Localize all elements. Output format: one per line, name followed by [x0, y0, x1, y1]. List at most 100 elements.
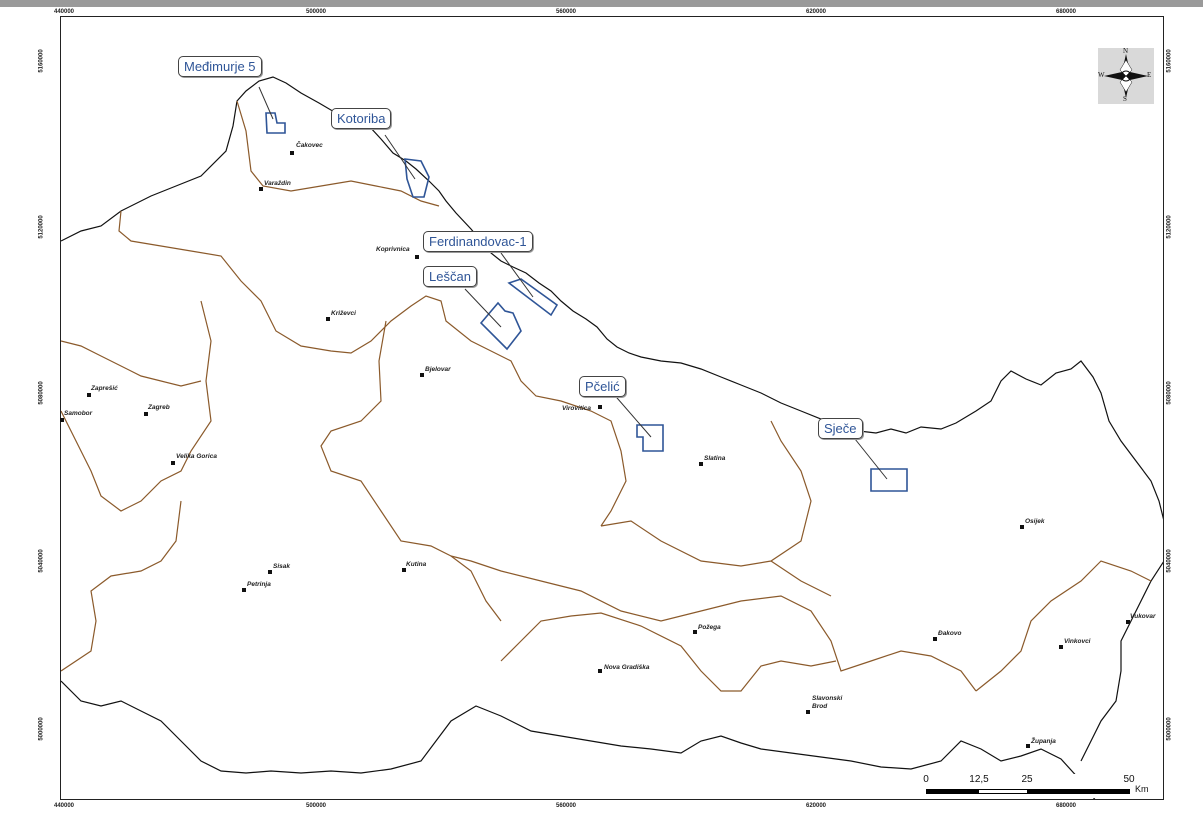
city-label: Varaždin [264, 180, 291, 187]
y-tick-left: 5000000 [38, 717, 45, 741]
county-borders [61, 100, 1152, 692]
city-label: Županja [1031, 738, 1056, 745]
city-label: Čakovec [296, 142, 323, 149]
city-label: Virovitica [562, 405, 592, 412]
city-label: Vinkovci [1064, 638, 1091, 645]
y-tick-right: 5120000 [1166, 215, 1173, 239]
city-label: Koprivnica [376, 246, 410, 253]
field-polygons [265, 112, 908, 492]
city-marker [699, 462, 703, 466]
city-marker [1059, 645, 1063, 649]
field-medimurje5 [265, 112, 286, 134]
y-tick-left: 5120000 [38, 215, 45, 239]
city-marker [1126, 620, 1130, 624]
field-lescan [479, 301, 522, 351]
field-pcelic [636, 424, 664, 452]
field-sjece [870, 468, 908, 492]
city-marker [144, 412, 148, 416]
city-label: Slatina [704, 455, 726, 462]
y-tick-left: 5080000 [38, 381, 45, 405]
scale-bar: 0 12,5 25 50 Km [922, 774, 1150, 798]
city-label: Zagreb [148, 404, 170, 411]
compass-w: W [1098, 71, 1105, 79]
callout-leaders [258, 86, 888, 480]
scale-segment [1027, 789, 1130, 794]
callout-ferdinandovac[interactable]: Ferdinandovac-1 [423, 231, 533, 252]
state-border-north [61, 76, 1163, 520]
city-marker [1026, 744, 1030, 748]
scale-unit: Km [1135, 784, 1149, 794]
y-tick-right: 5000000 [1166, 717, 1173, 741]
city-label: Križevci [331, 310, 356, 317]
city-label: Slavonski [812, 695, 843, 702]
city-marker [171, 461, 175, 465]
city-label: Bjelovar [425, 366, 451, 373]
city-label: Samobor [64, 410, 93, 417]
x-tick-bottom: 620000 [805, 803, 827, 809]
city-label: Vukovar [1130, 613, 1156, 620]
field-kotoriba [404, 158, 430, 198]
city-marker [326, 317, 330, 321]
city-marker [598, 669, 602, 673]
city-label: Brod [812, 703, 828, 710]
y-tick-right: 5080000 [1166, 381, 1173, 405]
scale-label: 12,5 [969, 774, 989, 785]
city-label: Đakovo [938, 630, 962, 637]
compass-e: E [1147, 71, 1152, 79]
city-label: Petrinja [247, 581, 271, 588]
y-tick-left: 5160000 [38, 49, 45, 73]
city-marker [933, 637, 937, 641]
city-marker [693, 630, 697, 634]
city-label: Zaprešić [91, 385, 118, 392]
x-tick-bottom: 500000 [305, 803, 327, 809]
top-bar [0, 0, 1203, 7]
y-tick-left: 5040000 [38, 549, 45, 573]
x-tick-bottom: 440000 [53, 803, 75, 809]
city-marker [268, 570, 272, 574]
city-label: Osijek [1025, 518, 1045, 525]
city-marker [420, 373, 424, 377]
callout-kotoriba[interactable]: Kotoriba [331, 108, 392, 129]
city-marker [242, 588, 246, 592]
callout-sjece[interactable]: Sječe [818, 418, 863, 439]
state-border-east [1080, 561, 1163, 762]
city-marker [1020, 525, 1024, 529]
y-tick-right: 5160000 [1166, 49, 1173, 73]
x-tick-top: 560000 [555, 9, 577, 15]
x-tick-bottom: 680000 [1055, 803, 1077, 809]
state-border-south [61, 680, 1096, 799]
city-marker [806, 710, 810, 714]
scale-segment [926, 789, 979, 794]
compass-n: N [1123, 47, 1129, 55]
callout-lescan[interactable]: Leščan [423, 266, 477, 287]
scale-label: 0 [923, 774, 929, 785]
x-tick-top: 620000 [805, 9, 827, 15]
city-marker [87, 393, 91, 397]
field-ferdinandovac [507, 278, 559, 317]
compass-s: S [1123, 95, 1127, 103]
city-marker [598, 405, 602, 409]
callout-medimurje5[interactable]: Međimurje 5 [178, 56, 262, 77]
scale-segment [978, 789, 1028, 794]
map-frame[interactable] [60, 16, 1164, 800]
city-marker [259, 187, 263, 191]
x-tick-top: 680000 [1055, 9, 1077, 15]
city-label: Sisak [273, 563, 290, 570]
city-label: Požega [698, 624, 721, 631]
compass-icon [1104, 54, 1148, 98]
city-marker [415, 255, 419, 259]
scale-label: 25 [1021, 774, 1033, 785]
city-label: Nova Gradiška [604, 664, 650, 671]
city-label: Kutina [406, 561, 427, 568]
compass-rose: N S E W [1098, 47, 1154, 104]
city-marker [290, 151, 294, 155]
y-tick-right: 5040000 [1166, 549, 1173, 573]
city-marker [60, 418, 64, 422]
city-marker [402, 568, 406, 572]
x-tick-top: 440000 [53, 9, 75, 15]
city-label: Velika Gorica [176, 453, 217, 460]
x-tick-bottom: 560000 [555, 803, 577, 809]
scale-label: 50 [1123, 774, 1135, 785]
map-canvas [61, 76, 1163, 799]
callout-pcelic[interactable]: Pčelić [579, 376, 626, 397]
